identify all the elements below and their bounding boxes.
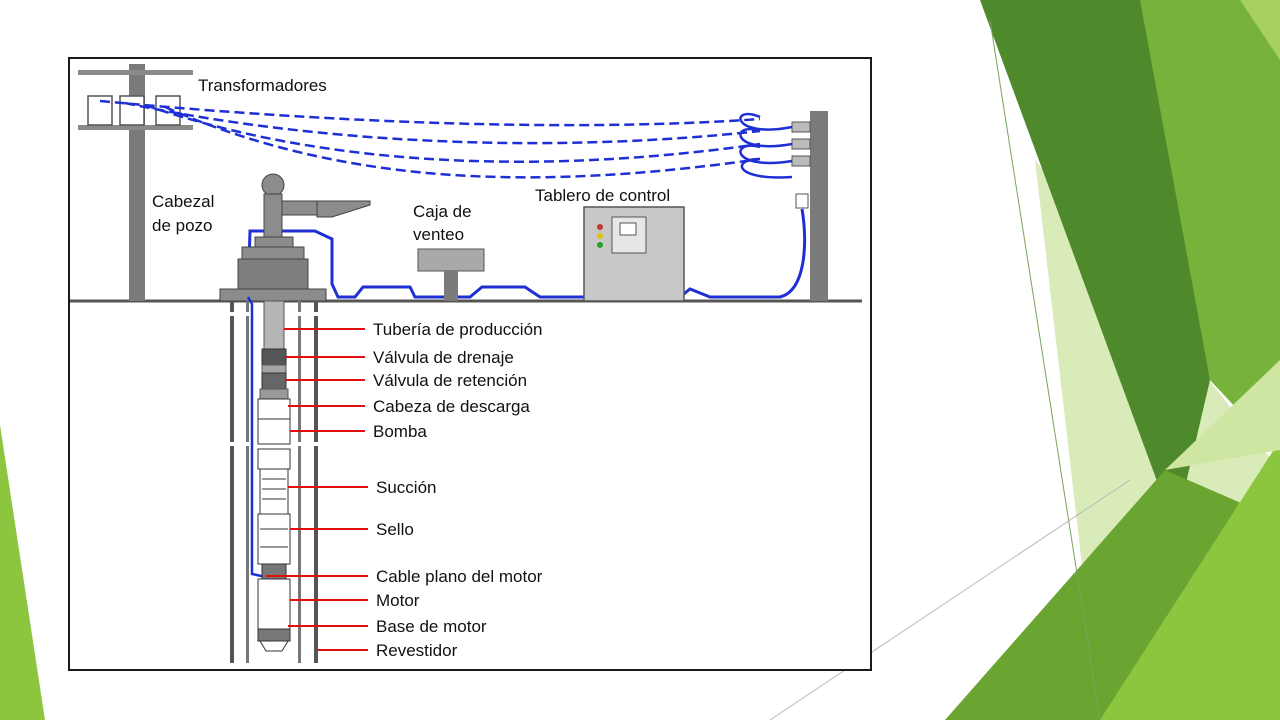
- label-casing: Revestidor: [376, 641, 458, 660]
- bottom-lime-facet: [1100, 440, 1280, 720]
- label-transformers: Transformadores: [198, 76, 327, 95]
- transformer-1: [87, 95, 113, 126]
- label-vent-box-line1: Caja de: [413, 202, 472, 221]
- right-dark-facet: [980, 0, 1210, 530]
- status-light-yellow: [597, 233, 603, 239]
- transformer-2: [119, 95, 145, 126]
- status-light-green: [597, 242, 603, 248]
- label-vent-box-line2: venteo: [413, 225, 464, 244]
- label-control-panel: Tablero de control: [535, 186, 670, 205]
- label-motor-base: Base de motor: [376, 617, 487, 636]
- diagram-frame: Transformadores Cabezal de pozo Caja de …: [68, 57, 872, 671]
- wellhead: [219, 173, 371, 302]
- control-panel: [583, 206, 685, 302]
- label-drain-valve: Válvula de drenaje: [373, 348, 514, 367]
- esp-well-diagram: Transformadores Cabezal de pozo Caja de …: [70, 64, 862, 663]
- label-pump: Bomba: [373, 422, 427, 441]
- label-production-tubing: Tubería de producción: [373, 320, 542, 339]
- thin-decor-line-2: [769, 479, 1131, 720]
- surface-cable: [245, 208, 807, 299]
- vent-box: [417, 248, 485, 301]
- label-wellhead-line1: Cabezal: [152, 192, 214, 211]
- right-pale-facet: [1240, 0, 1280, 60]
- label-intake: Succión: [376, 478, 436, 497]
- label-check-valve: Válvula de retención: [373, 371, 527, 390]
- label-motor-flat-cable: Cable plano del motor: [376, 567, 543, 586]
- right-pole: [739, 111, 828, 301]
- left-green-sliver: [0, 425, 45, 720]
- component-callouts: Tubería de producción Válvula de drenaje…: [266, 320, 543, 660]
- transformer-pole: [78, 64, 193, 301]
- bottom-light-facet: [1165, 360, 1280, 470]
- label-motor: Motor: [376, 591, 420, 610]
- label-seal: Sello: [376, 520, 414, 539]
- label-wellhead-line2: de pozo: [152, 216, 213, 235]
- power-lines: [99, 99, 761, 179]
- label-discharge-head: Cabeza de descarga: [373, 397, 530, 416]
- downhole-cable: [246, 296, 267, 579]
- status-light-red: [597, 224, 603, 230]
- right-mid-facet: [1140, 0, 1280, 455]
- pump-string: [257, 300, 291, 652]
- thin-decor-line-1: [989, 19, 1101, 720]
